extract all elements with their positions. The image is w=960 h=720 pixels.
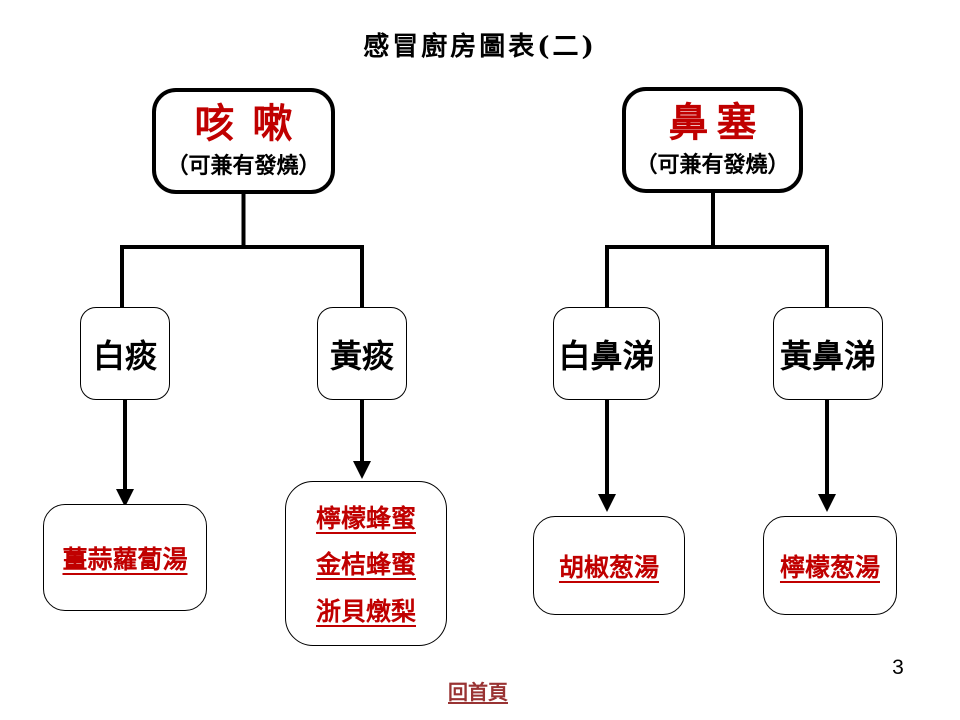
node-ginger-garlic-radish-soup: 薑蒜蘿蔔湯 xyxy=(43,504,207,611)
page-number: 3 xyxy=(892,656,904,679)
node-white-mucus-label: 白鼻涕 xyxy=(558,336,655,375)
arrow-yellow-phlegm xyxy=(353,400,371,479)
remedy-ginger-garlic-radish-soup[interactable]: 薑蒜蘿蔔湯 xyxy=(62,544,188,574)
page-title: 感冒廚房圖表(二) xyxy=(363,32,597,62)
arrow-white-phlegm xyxy=(116,400,134,507)
remedy-lemon-honey[interactable]: 檸檬蜂蜜 xyxy=(315,504,416,534)
arrow-white-mucus xyxy=(598,400,616,512)
arrow-yellow-mucus xyxy=(818,400,836,512)
remedy-pepper-scallion-soup[interactable]: 胡椒葱湯 xyxy=(558,552,659,582)
node-yellow-phlegm-remedies: 檸檬蜂蜜 金桔蜂蜜 浙貝燉梨 xyxy=(285,481,447,646)
remedy-kumquat-honey[interactable]: 金桔蜂蜜 xyxy=(315,550,416,580)
node-lemon-scallion-soup: 檸檬葱湯 xyxy=(763,516,897,615)
node-white-mucus: 白鼻涕 xyxy=(553,307,660,400)
node-cough: 咳嗽 （可兼有發燒） xyxy=(152,88,335,194)
node-nasal-congestion-note: （可兼有發燒） xyxy=(635,152,790,178)
node-yellow-phlegm: 黃痰 xyxy=(317,307,407,400)
right-tree-connector xyxy=(605,191,829,307)
remedy-lemon-scallion-soup[interactable]: 檸檬葱湯 xyxy=(779,552,880,582)
node-yellow-phlegm-label: 黃痰 xyxy=(329,336,394,375)
node-cough-label: 咳嗽 xyxy=(194,100,311,147)
node-nasal-congestion: 鼻塞 （可兼有發燒） xyxy=(622,87,803,193)
remedy-fritillaria-pear[interactable]: 浙貝燉梨 xyxy=(315,596,416,626)
node-yellow-mucus: 黃鼻涕 xyxy=(773,307,883,400)
home-link[interactable]: 回首頁 xyxy=(448,680,508,704)
node-cough-note: （可兼有發燒） xyxy=(166,153,321,179)
node-nasal-congestion-label: 鼻塞 xyxy=(668,99,765,146)
node-white-phlegm-label: 白痰 xyxy=(92,336,157,375)
left-tree-connector xyxy=(120,192,364,307)
node-pepper-scallion-soup: 胡椒葱湯 xyxy=(533,516,685,615)
node-yellow-mucus-label: 黃鼻涕 xyxy=(779,336,876,375)
node-white-phlegm: 白痰 xyxy=(80,307,170,400)
